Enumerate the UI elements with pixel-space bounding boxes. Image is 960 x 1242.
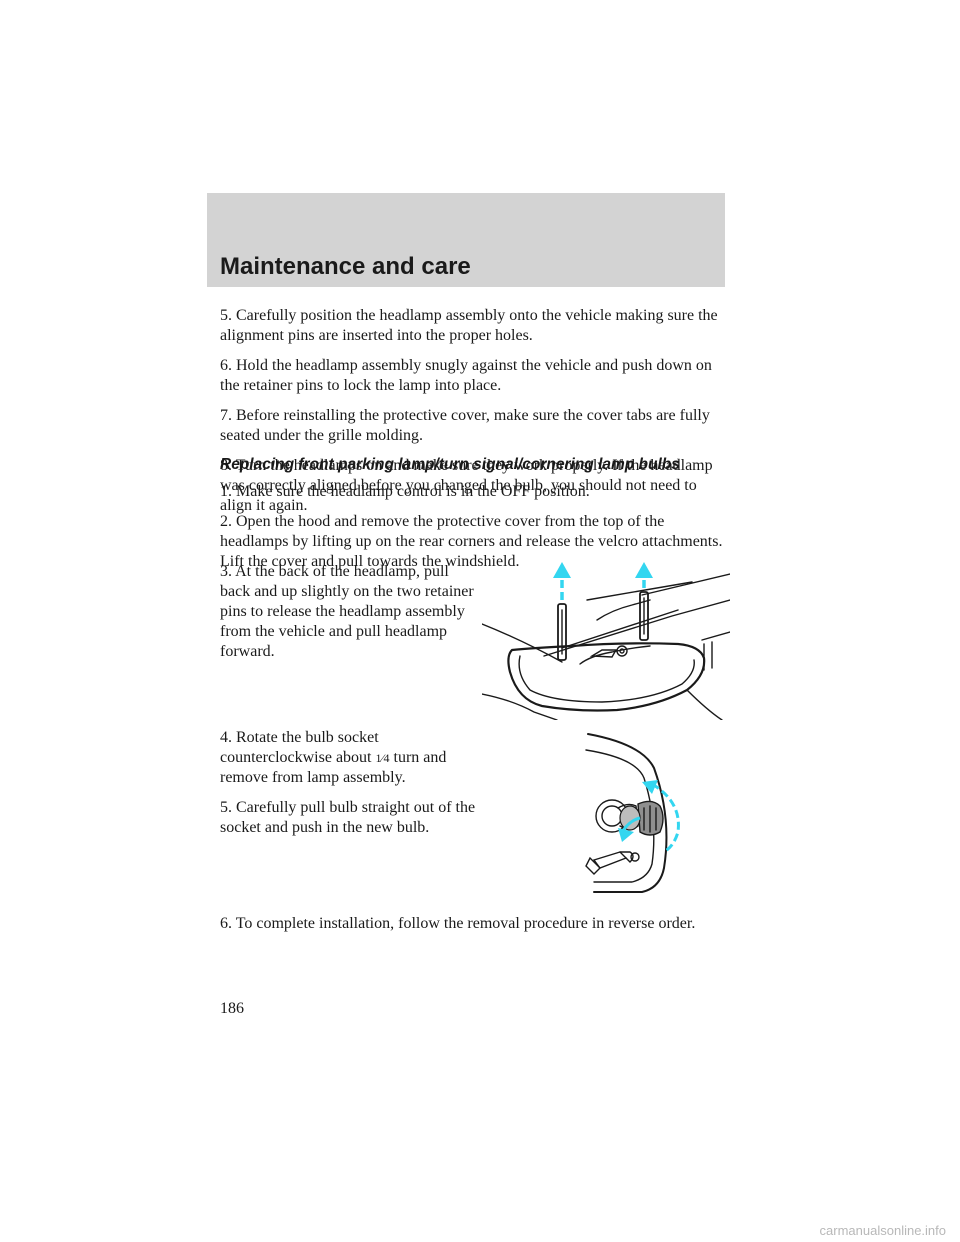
step-5-top: 5. Carefully position the headlamp assem…: [220, 307, 718, 344]
up-arrow-left-icon: [553, 562, 571, 600]
step-4-text-b: turn and remove from lamp assembly.: [220, 749, 447, 786]
page-number: 186: [220, 1000, 244, 1017]
step-7-top: 7. Before reinstalling the protective co…: [220, 407, 710, 444]
step-4-5-block: 4. Rotate the bulb socket counterclockwi…: [220, 728, 480, 838]
step-3: 3. At the back of the headlamp, pull bac…: [220, 563, 474, 660]
step-8-top: 8. Turn the headlamps on and make sure t…: [220, 457, 713, 514]
header-band: Maintenance and care: [207, 193, 725, 287]
up-arrow-right-icon: [635, 562, 653, 588]
watermark: carmanualsonline.info: [819, 1223, 946, 1238]
rotation-arrow-icon: [618, 780, 680, 854]
steps-section-intro: 1. Make sure the headlamp control is in …: [220, 482, 730, 572]
quarter-fraction: 1⁄4: [375, 751, 390, 765]
bulb-socket-rotation-illustration: [585, 733, 680, 893]
step-1: 1. Make sure the headlamp control is in …: [220, 483, 590, 500]
step-4: 4. Rotate the bulb socket counterclockwi…: [220, 728, 480, 788]
step-2: 2. Open the hood and remove the protecti…: [220, 513, 723, 570]
step-6-top: 6. Hold the headlamp assembly snugly aga…: [220, 357, 712, 394]
section-header-title: Maintenance and care: [220, 253, 471, 280]
step-6-block: 6. To complete installation, follow the …: [220, 914, 730, 934]
subsection-title: Replacing front parking lamp/turn signal…: [220, 456, 680, 473]
step-4-text-a: 4. Rotate the bulb socket counterclockwi…: [220, 729, 379, 766]
headlamp-retainer-pins-illustration: [482, 562, 730, 720]
step-5: 5. Carefully pull bulb straight out of t…: [220, 799, 476, 836]
step-6: 6. To complete installation, follow the …: [220, 915, 696, 932]
steps-top: 5. Carefully position the headlamp assem…: [220, 306, 730, 516]
step-3-block: 3. At the back of the headlamp, pull bac…: [220, 562, 480, 662]
